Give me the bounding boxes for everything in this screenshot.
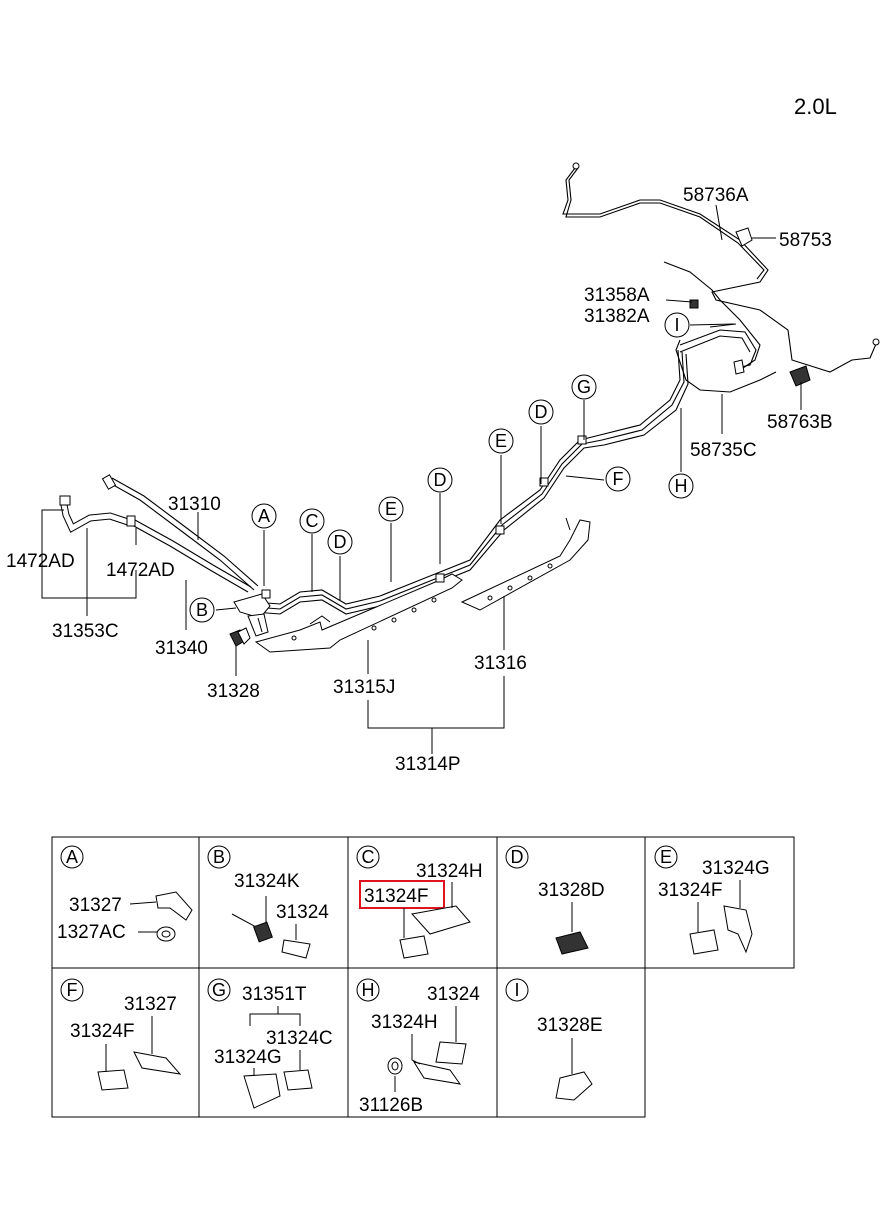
cell-C-part-2-highlighted: 31324F bbox=[364, 886, 428, 907]
label-1472AD-right: 1472AD bbox=[106, 560, 175, 581]
svg-text:E: E bbox=[385, 499, 397, 519]
label-31314P: 31314P bbox=[395, 754, 461, 775]
cell-B-part-2: 31324 bbox=[276, 902, 329, 923]
svg-text:D: D bbox=[434, 470, 447, 490]
cell-E-part-1: 31324G bbox=[702, 858, 770, 879]
cell-E-part-2: 31324F bbox=[658, 880, 722, 901]
label-31340: 31340 bbox=[155, 638, 208, 659]
callouts: A B C D E D E D G F H I bbox=[189, 312, 694, 623]
svg-text:C: C bbox=[306, 511, 319, 531]
highlight-box bbox=[359, 880, 445, 909]
cell-H-part-2: 31324H bbox=[371, 1012, 438, 1033]
cell-B-part-1: 31324K bbox=[234, 871, 300, 892]
detail-grid bbox=[51, 836, 795, 1118]
svg-text:D: D bbox=[334, 532, 347, 552]
svg-text:F: F bbox=[613, 469, 624, 489]
callout-B: B bbox=[189, 597, 215, 623]
callout-D-2: D bbox=[427, 467, 453, 493]
grid-cell-I: I 31328E bbox=[505, 978, 603, 1101]
grid-cell-E: E 31324G 31324F bbox=[654, 845, 770, 955]
svg-text:I: I bbox=[674, 315, 679, 335]
svg-text:B: B bbox=[196, 600, 208, 620]
cell-G-part-3: 31324G bbox=[214, 1047, 282, 1068]
label-31353C: 31353C bbox=[52, 621, 119, 642]
callout-C: C bbox=[299, 508, 325, 534]
engine-label: 2.0L bbox=[794, 94, 837, 119]
cell-C-part-1: 31324H bbox=[416, 861, 483, 882]
label-31328: 31328 bbox=[207, 681, 260, 702]
svg-text:A: A bbox=[258, 506, 270, 526]
cell-A-part-2: 1327AC bbox=[57, 922, 126, 943]
callout-G: G bbox=[571, 374, 597, 400]
label-1472AD-left: 1472AD bbox=[6, 551, 75, 572]
leader-lines bbox=[41, 204, 802, 754]
label-31316: 31316 bbox=[474, 653, 527, 674]
cell-A-part-1: 31327 bbox=[69, 895, 122, 916]
callout-E-1: E bbox=[378, 496, 404, 522]
fuel-line-assembly bbox=[59, 162, 880, 653]
callout-A: A bbox=[251, 503, 277, 529]
cell-F-part-1: 31327 bbox=[124, 994, 177, 1015]
cell-H-part-3: 31126B bbox=[359, 1095, 423, 1116]
label-31315J: 31315J bbox=[333, 677, 395, 698]
svg-text:C: C bbox=[362, 847, 375, 867]
cell-F-part-2: 31324F bbox=[70, 1021, 134, 1042]
label-58763B: 58763B bbox=[767, 412, 833, 433]
callout-D-1: D bbox=[327, 529, 353, 555]
label-58735C: 58735C bbox=[690, 440, 757, 461]
grid-cell-G: G 31351T 31324C 31324G bbox=[207, 978, 333, 1109]
part-labels: 58736A 58753 31358A 31382A 58763B 58735C… bbox=[6, 185, 833, 775]
svg-text:A: A bbox=[66, 847, 78, 867]
grid-cell-C: C 31324H 31324F bbox=[356, 845, 483, 959]
svg-text:H: H bbox=[675, 476, 688, 496]
svg-text:E: E bbox=[660, 847, 672, 867]
label-31382A: 31382A bbox=[584, 306, 650, 327]
callout-I: I bbox=[664, 312, 690, 338]
label-31310: 31310 bbox=[168, 494, 221, 515]
cell-G-part-2: 31324C bbox=[266, 1028, 333, 1049]
grid-cell-D: D 31328D bbox=[505, 845, 605, 955]
grid-cell-H: H 31324 31324H 31126B bbox=[356, 978, 480, 1116]
svg-text:H: H bbox=[362, 980, 375, 1000]
grid-cell-B: B 31324K 31324 bbox=[207, 845, 329, 959]
svg-text:D: D bbox=[511, 847, 524, 867]
callout-D-3: D bbox=[528, 399, 554, 425]
cell-G-part-1: 31351T bbox=[242, 984, 307, 1005]
callout-E-2: E bbox=[488, 428, 514, 454]
cell-D-part-1: 31328D bbox=[538, 880, 605, 901]
callout-F: F bbox=[605, 466, 631, 492]
cell-I-part-1: 31328E bbox=[537, 1015, 603, 1036]
cell-H-part-1: 31324 bbox=[427, 984, 480, 1005]
label-58736A: 58736A bbox=[683, 185, 749, 206]
svg-text:I: I bbox=[514, 980, 519, 1000]
callout-H: H bbox=[668, 473, 694, 499]
svg-text:G: G bbox=[577, 377, 591, 397]
svg-text:E: E bbox=[495, 431, 507, 451]
svg-text:G: G bbox=[212, 980, 226, 1000]
label-31358A: 31358A bbox=[584, 285, 650, 306]
svg-text:D: D bbox=[535, 402, 548, 422]
svg-text:F: F bbox=[67, 980, 78, 1000]
label-58753: 58753 bbox=[779, 230, 832, 251]
svg-text:B: B bbox=[213, 847, 225, 867]
grid-cell-F: F 31327 31324F bbox=[60, 978, 182, 1091]
grid-cell-A: A 31327 1327AC bbox=[57, 845, 193, 943]
